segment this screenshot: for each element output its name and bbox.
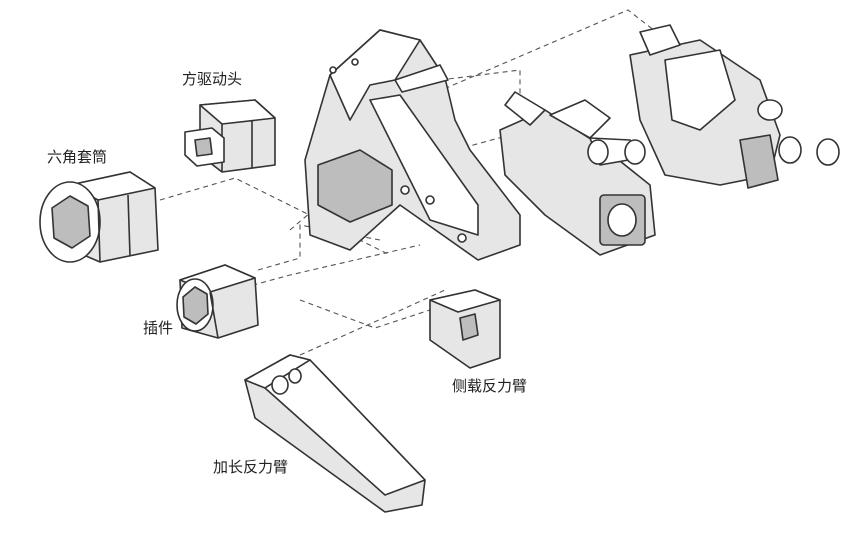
side-reaction-arm-part [429,289,501,369]
drive-link-body [304,29,521,261]
label-side-reaction-arm: 侧载反力臂 [452,377,528,395]
label-insert: 插件 [143,319,174,337]
large-cylinder-part [629,24,840,189]
hex-socket-part [39,171,159,263]
insert-part [176,264,259,339]
label-square-drive: 方驱动头 [182,70,243,88]
label-hex-socket: 六角套筒 [47,148,108,166]
small-cylinder-part [499,91,656,256]
square-drive-part [184,99,276,173]
label-extended-reaction-arm: 加长反力臂 [213,458,289,476]
extended-reaction-arm-part [244,354,426,513]
